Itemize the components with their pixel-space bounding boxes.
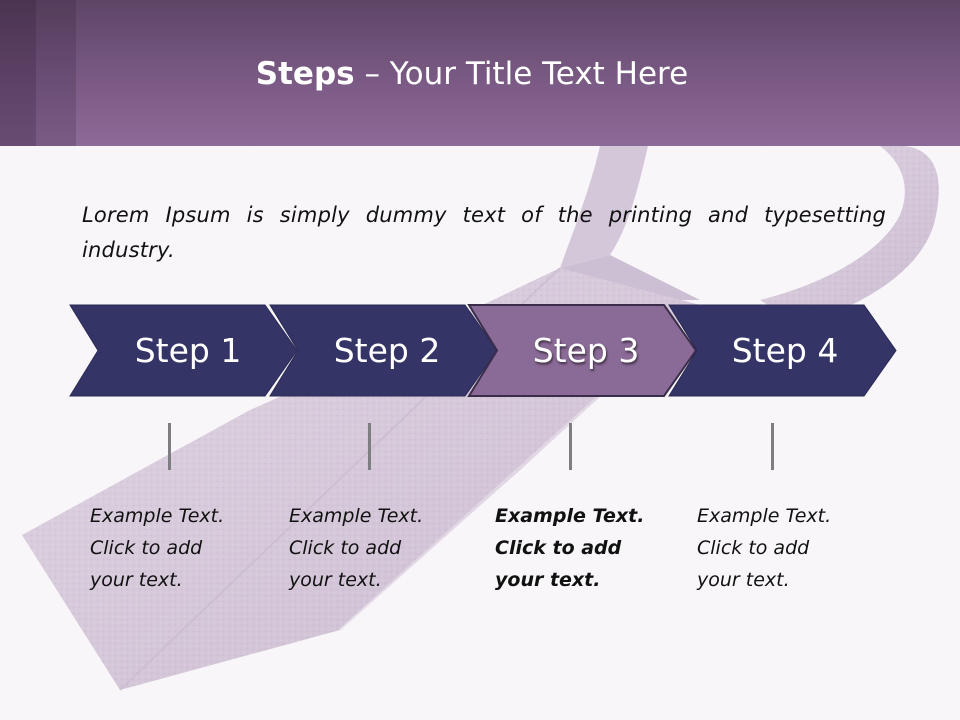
step-2-chevron[interactable] <box>269 304 498 397</box>
step-1-connector-line <box>168 423 171 470</box>
step-4-text-line: your text. <box>697 569 790 591</box>
step-2-connector-line <box>368 423 371 470</box>
step-3-label[interactable]: Step 3 <box>532 331 640 370</box>
step-1-text-line: your text. <box>90 569 183 591</box>
step-4-text-line: Click to add <box>697 537 810 559</box>
step-1-text-line: Click to add <box>90 537 203 559</box>
step-2-text-line: your text. <box>289 569 382 591</box>
step-1-label[interactable]: Step 1 <box>134 331 242 370</box>
step-4-description[interactable]: Example Text. Click to add your text. <box>697 500 877 596</box>
step-3-text-line: your text. <box>495 569 601 591</box>
title-rest-part: – Your Title Text Here <box>354 56 689 92</box>
step-2-label[interactable]: Step 2 <box>333 331 441 370</box>
step-3-chevron[interactable] <box>467 304 698 397</box>
title-bar: Steps – Your Title Text Here <box>0 0 960 146</box>
step-4-connector-line <box>771 423 774 470</box>
intro-text[interactable]: Lorem Ipsum is simply dummy text of the … <box>82 203 886 262</box>
step-1-description[interactable]: Example Text. Click to add your text. <box>90 500 270 596</box>
step-3-description[interactable]: Example Text. Click to add your text. <box>495 500 675 596</box>
slide-title[interactable]: Steps – Your Title Text Here <box>0 52 944 96</box>
step-3-connector-line <box>569 423 572 470</box>
step-1-text-line: Example Text. <box>90 505 225 527</box>
step-2-text-line: Click to add <box>289 537 402 559</box>
step-2-description[interactable]: Example Text. Click to add your text. <box>289 500 469 596</box>
step-3-text-line: Click to add <box>495 537 622 559</box>
header-accent-stripe <box>0 0 36 146</box>
step-4-label[interactable]: Step 4 <box>731 331 839 370</box>
step-2-text-line: Example Text. <box>289 505 424 527</box>
step-4-chevron[interactable] <box>668 304 897 397</box>
title-bold-part: Steps <box>255 56 355 92</box>
step-4-text-line: Example Text. <box>697 505 832 527</box>
header-accent-stripe <box>36 0 76 146</box>
step-1-chevron[interactable] <box>69 304 298 397</box>
step-3-text-line: Example Text. <box>495 505 645 527</box>
